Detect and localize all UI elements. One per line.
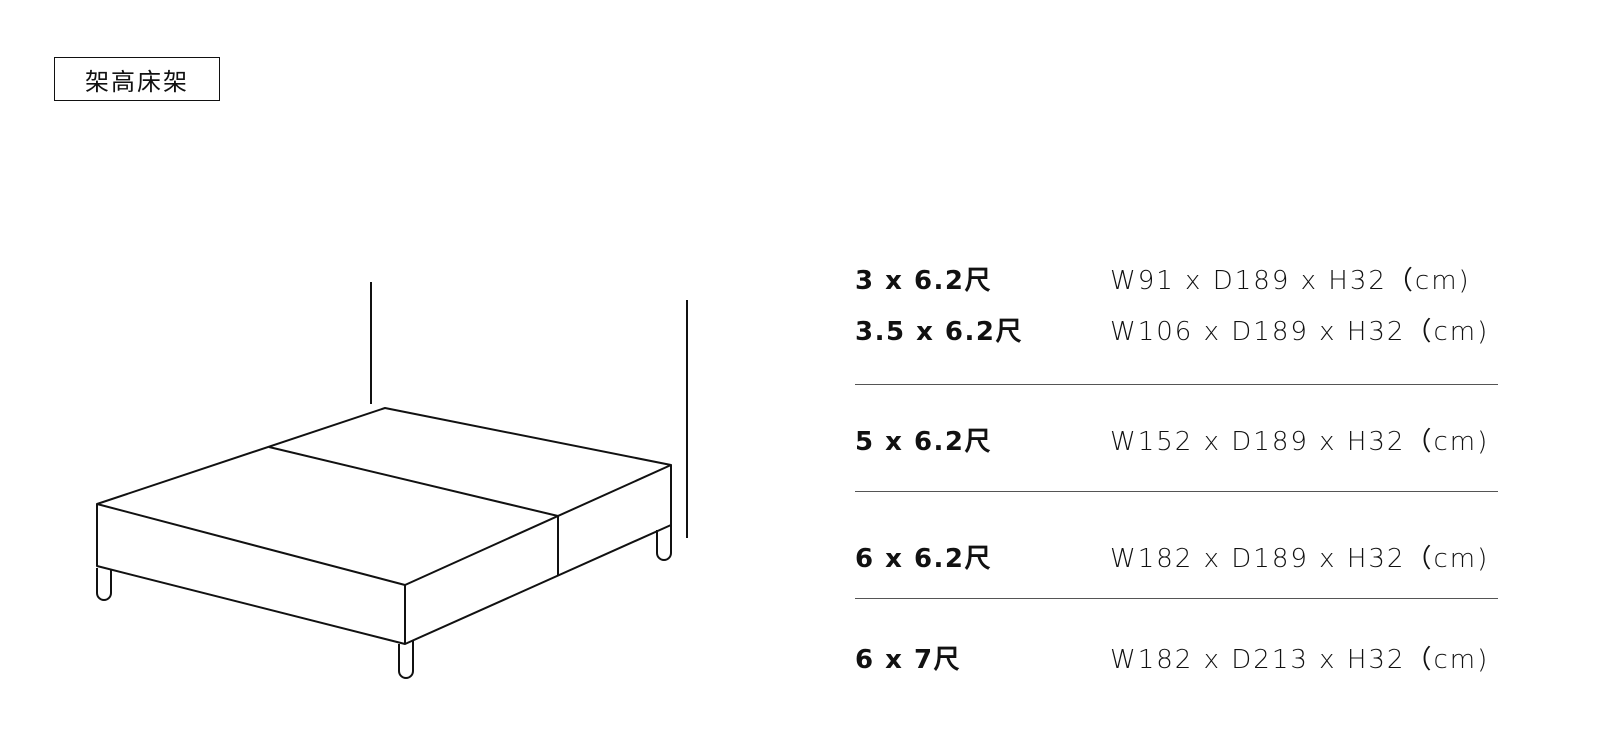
size-label: 5 x 6.2尺 bbox=[855, 427, 993, 457]
leg-front bbox=[398, 641, 414, 679]
size-row: 3.5 x 6.2尺 W106 x D189 x H32（cm) bbox=[855, 311, 1498, 348]
size-row: 5 x 6.2尺 W152 x D189 x H32（cm) bbox=[855, 421, 1498, 458]
leg-left bbox=[96, 568, 112, 601]
category-tag: 架高床架 bbox=[54, 57, 220, 101]
divider bbox=[855, 598, 1498, 599]
size-label: 6 x 7尺 bbox=[855, 645, 962, 675]
leg-right bbox=[656, 525, 672, 561]
size-row: 3 x 6.2尺 W91 x D189 x H32（cm) bbox=[855, 260, 1498, 297]
size-dimensions: W182 x D189 x H32（cm) bbox=[1110, 544, 1490, 574]
divider bbox=[855, 491, 1498, 492]
bed-top bbox=[96, 407, 672, 586]
size-row: 6 x 6.2尺 W182 x D189 x H32（cm) bbox=[855, 538, 1498, 575]
bed-divider bbox=[268, 446, 559, 517]
size-dimensions: W91 x D189 x H32（cm) bbox=[1110, 266, 1471, 296]
size-label: 3.5 x 6.2尺 bbox=[855, 317, 1023, 347]
size-dimensions: W182 x D213 x H32（cm) bbox=[1110, 645, 1490, 675]
size-label: 3 x 6.2尺 bbox=[855, 266, 993, 296]
bed-frame-illustration bbox=[96, 282, 688, 679]
category-title: 架高床架 bbox=[85, 67, 189, 96]
size-dimensions: W152 x D189 x H32（cm) bbox=[1110, 427, 1490, 457]
size-dimensions: W106 x D189 x H32（cm) bbox=[1110, 317, 1490, 347]
size-label: 6 x 6.2尺 bbox=[855, 544, 993, 574]
divider bbox=[855, 384, 1498, 385]
size-row: 6 x 7尺 W182 x D213 x H32（cm) bbox=[855, 639, 1498, 676]
